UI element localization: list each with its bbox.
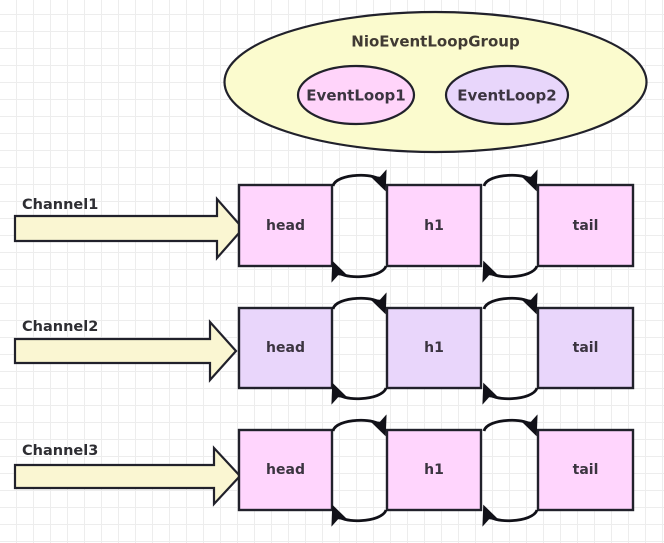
channel-2-handler-head-box[interactable] xyxy=(237,306,334,390)
event-loop-1-ellipse xyxy=(296,64,416,126)
channel-2-handler-head-label: head xyxy=(266,340,305,356)
event-loop-1[interactable]: EventLoop1 xyxy=(296,64,416,126)
channel-3-handler-tail-label: tail xyxy=(573,462,599,478)
event-loop-2[interactable]: EventLoop2 xyxy=(444,64,570,126)
channel-2-inbound-arrow[interactable] xyxy=(13,319,238,383)
channel-1-inbound-arrow[interactable] xyxy=(13,196,245,261)
channel-1-handler-head-label: head xyxy=(266,218,305,234)
nio-event-loop-group-label: NioEventLoopGroup xyxy=(351,33,520,51)
channel-3-link-head-to-h1-outbound xyxy=(331,414,387,437)
channel-3-handler-h1-box[interactable] xyxy=(385,428,483,512)
channel-3-inbound-arrow[interactable] xyxy=(13,445,242,507)
channel-1-row: Channel1 head h1 tail xyxy=(13,169,635,283)
channel-3-link-h1-to-head-inbound xyxy=(331,504,388,527)
channel-1-link-h1-to-tail-outbound xyxy=(482,169,538,192)
channel-2-link-h1-to-tail-outbound xyxy=(482,292,538,315)
event-loop-2-label: EventLoop2 xyxy=(457,87,556,105)
channel-2-handler-h1-label: h1 xyxy=(424,340,444,356)
channel-3-link-h1-to-tail-outbound xyxy=(482,414,538,437)
channel-1-handler-tail-box[interactable] xyxy=(536,183,635,268)
nio-event-loop-group[interactable]: NioEventLoopGroup EventLoop1 EventLoop2 xyxy=(223,10,648,154)
channel-2-label: Channel2 xyxy=(22,319,98,335)
channel-3-handler-tail-box[interactable] xyxy=(536,428,635,512)
channel-3-row: Channel3 head h1 tail xyxy=(13,414,635,527)
channel-1-handler-h1-label: h1 xyxy=(424,218,444,234)
event-loop-2-ellipse xyxy=(444,64,570,126)
channel-3-label: Channel3 xyxy=(22,443,98,459)
channel-1-handler-head-box[interactable] xyxy=(237,183,334,268)
channel-3-handler-head-label: head xyxy=(266,462,305,478)
channel-1-link-tail-to-h1-inbound xyxy=(482,260,539,283)
channel-2-handler-h1-box[interactable] xyxy=(385,306,483,390)
channel-1-label: Channel1 xyxy=(22,197,98,213)
channel-2-link-tail-to-h1-inbound xyxy=(482,382,539,405)
channel-1-link-head-to-h1-outbound xyxy=(331,169,387,192)
channel-2-handler-tail-box[interactable] xyxy=(536,306,635,390)
channel-3-link-tail-to-h1-inbound xyxy=(482,504,539,527)
channel-1-handler-tail-label: tail xyxy=(573,218,599,234)
channel-2-link-head-to-h1-outbound xyxy=(331,292,387,315)
channel-1-handler-h1-box[interactable] xyxy=(385,183,483,268)
channel-2-handler-tail-label: tail xyxy=(573,340,599,356)
channel-3-handler-head-box[interactable] xyxy=(237,428,334,512)
channel-2-link-h1-to-head-inbound xyxy=(331,382,388,405)
channel-1-link-h1-to-head-inbound xyxy=(331,260,388,283)
channel-3-handler-h1-label: h1 xyxy=(424,462,444,478)
channel-2-row: Channel2 head h1 tail xyxy=(13,292,635,405)
event-loop-1-label: EventLoop1 xyxy=(306,87,405,105)
